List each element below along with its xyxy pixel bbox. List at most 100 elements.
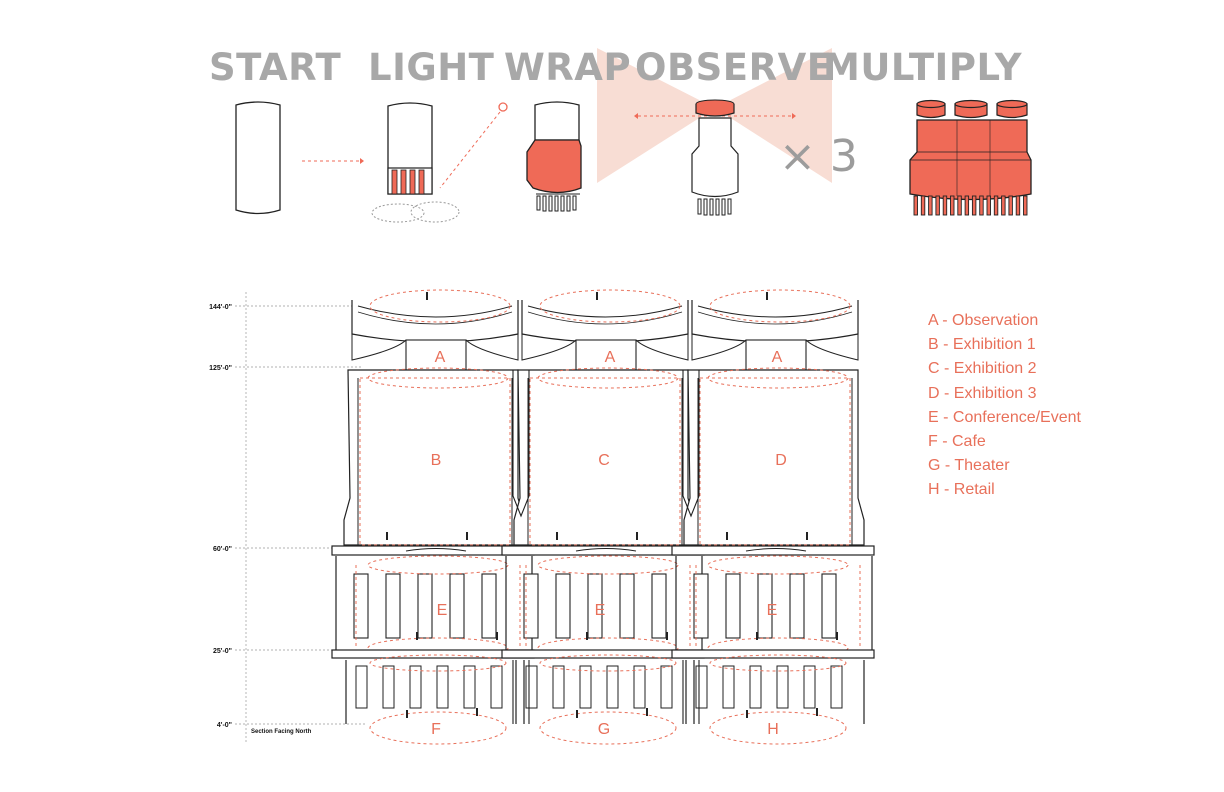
program-legend: A - Observation B - Exhibition 1 C - Exh…: [928, 309, 1081, 503]
slab-curve: [745, 548, 807, 552]
observation-core: [745, 339, 807, 371]
person-figure: [386, 532, 388, 540]
zone-outline-exhibition: [529, 377, 681, 546]
observation-deck: [351, 300, 519, 343]
zone-outline-e-side: [695, 565, 861, 648]
person-figure: [406, 710, 408, 718]
person-figure: [476, 708, 478, 716]
cluster-fin: [964, 195, 970, 216]
ground-wall: [685, 660, 865, 724]
conference-fin: [449, 573, 465, 639]
legend-item-exhibition-3: D - Exhibition 3: [928, 384, 1037, 402]
ground-fin: [409, 665, 422, 709]
person-figure: [596, 292, 598, 300]
conference-fin: [417, 573, 433, 639]
person-figure: [586, 632, 588, 640]
person-figure: [556, 532, 558, 540]
ground-fin: [749, 665, 762, 709]
tower-connector: [682, 370, 700, 518]
deck-curve: [697, 311, 853, 325]
ground-fin: [633, 665, 646, 709]
ground-fin: [722, 665, 735, 709]
zone-label-a-3: A: [772, 349, 783, 366]
zone-label-h: H: [767, 721, 779, 738]
multiplier-label: × 3: [779, 131, 858, 182]
cluster-fin: [971, 195, 977, 216]
conference-fin: [693, 573, 709, 639]
ground-fin: [579, 665, 592, 709]
person-figure: [756, 632, 758, 640]
conference-fin: [481, 573, 497, 639]
person-figure: [466, 532, 468, 540]
step-title-wrap: WRAP: [504, 46, 632, 89]
wrap-cylinder-icon: [526, 101, 582, 212]
conference-fin: [821, 573, 837, 639]
ground-fin: [355, 665, 368, 709]
cluster-fin: [928, 195, 933, 216]
deck-curve: [697, 305, 853, 318]
cluster-fin: [942, 195, 948, 216]
zone-outline-top: [367, 367, 509, 389]
cluster-fin: [920, 195, 926, 216]
tower-2: [501, 289, 705, 745]
zone-outline-e-top: [367, 555, 509, 575]
zone-outline-e-bottom: [537, 637, 679, 659]
multiply-cluster-icon: [909, 99, 1032, 216]
ground-fin: [695, 665, 708, 709]
zone-outline-ground-top: [369, 654, 507, 672]
deck-edge: [805, 334, 859, 361]
step-title-start: START: [209, 46, 342, 89]
observe-cylinder-icon: [634, 99, 796, 216]
conference-fin: [353, 573, 369, 639]
deck-curve: [527, 305, 683, 318]
zone-label-b: B: [431, 452, 442, 469]
section-caption: Section Facing North: [251, 729, 312, 735]
deck-edge: [465, 334, 519, 361]
zone-outline-e-bottom: [367, 637, 509, 659]
legend-item-exhibition-2: C - Exhibition 2: [928, 360, 1037, 378]
cluster-fin: [1001, 195, 1006, 216]
zone-outline-ground-bottom: [369, 711, 507, 745]
ground-fin: [803, 665, 816, 709]
observation-core: [405, 339, 467, 371]
zone-outline-a: [709, 289, 851, 323]
legend-item-conference: E - Conference/Event: [928, 408, 1081, 426]
conference-fin: [789, 573, 805, 639]
conference-fin: [619, 573, 635, 639]
level-label-60: 60'-0": [213, 546, 232, 553]
zone-label-f: F: [431, 721, 441, 738]
zone-outline-ground-bottom: [709, 711, 847, 745]
cluster-fin: [1023, 195, 1028, 216]
zone-outline-exhibition: [359, 377, 511, 546]
observation-deck: [691, 300, 859, 343]
zone-outline-e-top: [707, 555, 849, 575]
ground-fin: [606, 665, 619, 709]
deck-curve: [357, 305, 513, 318]
conference-fin: [385, 573, 401, 639]
cluster-fin: [986, 195, 991, 216]
light-cylinder-icon: [371, 102, 460, 223]
zone-label-a-2: A: [605, 349, 616, 366]
zone-label-d: D: [775, 452, 787, 469]
person-figure: [416, 632, 418, 640]
person-figure: [576, 710, 578, 718]
step-title-multiply: MULTIPLY: [823, 46, 1023, 89]
ground-fin: [463, 665, 476, 709]
deck-edge: [351, 334, 407, 361]
cluster-fin: [993, 195, 999, 216]
deck-curve: [527, 311, 683, 325]
conference-fin: [651, 573, 667, 639]
ground-fin: [830, 665, 843, 709]
ground-fin: [776, 665, 789, 709]
ground-fin: [436, 665, 449, 709]
person-figure: [806, 532, 808, 540]
legend-item-exhibition-1: B - Exhibition 1: [928, 336, 1036, 354]
person-figure: [646, 708, 648, 716]
level-label-125: 125'-0": [209, 365, 232, 372]
person-figure: [766, 292, 768, 300]
legend-item-retail: H - Retail: [928, 481, 995, 499]
exhibition-shell: [683, 369, 865, 546]
zone-outline-top: [537, 367, 679, 389]
start-cylinder-icon: [235, 101, 281, 215]
tower-connector: [512, 660, 530, 724]
